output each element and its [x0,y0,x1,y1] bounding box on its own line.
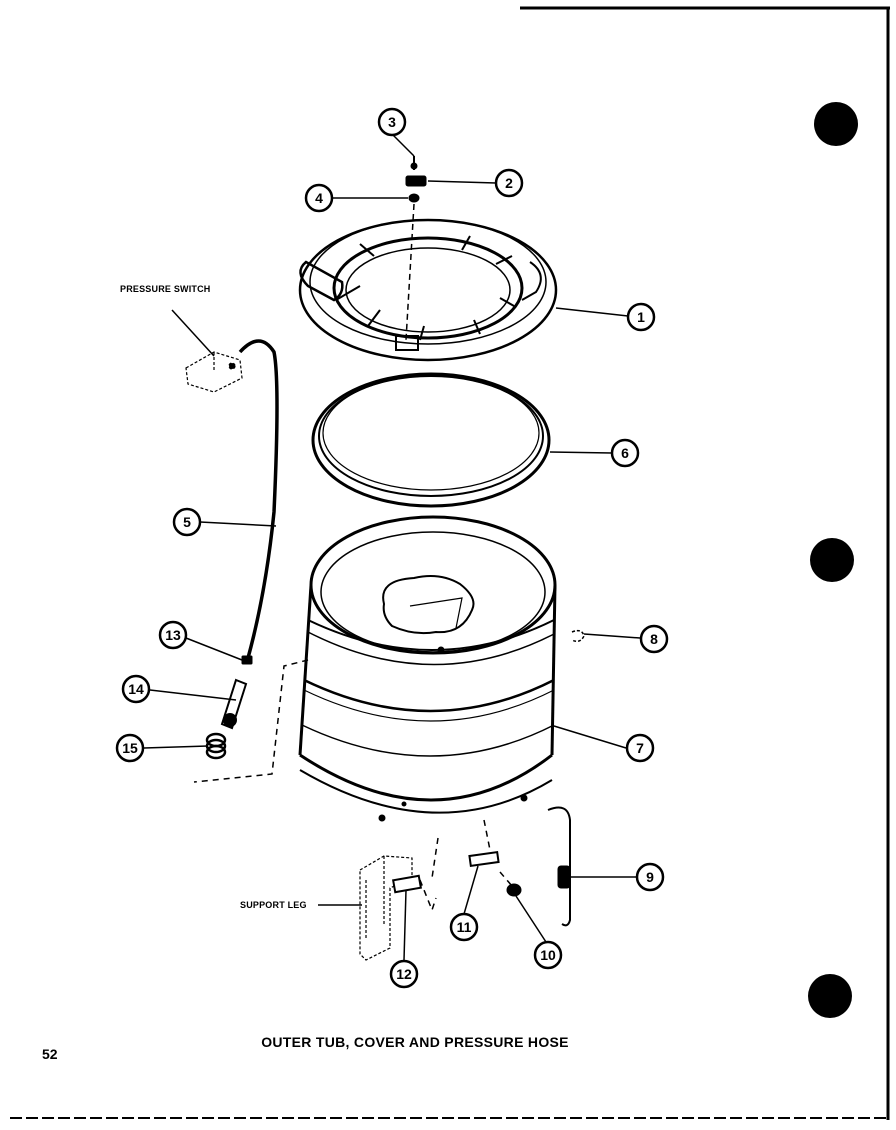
hose-nipple [220,678,248,730]
callout-7: 7 [636,740,644,756]
callout-6: 6 [621,445,629,461]
callout-15: 15 [122,740,138,756]
page-number: 52 [42,1046,58,1062]
nut [506,883,522,897]
spring [205,732,227,760]
washer [408,193,420,203]
cover-screw [410,156,418,170]
support-leg-label: SUPPORT LEG [240,900,307,910]
outer-tub [298,515,557,822]
pressure-hose [238,339,279,659]
leader-lines [143,133,641,961]
callout-14: 14 [128,681,144,697]
callout-numbers: 3 2 4 1 5 6 7 8 9 10 11 12 13 14 15 [122,114,658,982]
strap [468,850,500,868]
leg-bracket [391,874,423,894]
callout-3: 3 [388,114,396,130]
callout-10: 10 [540,947,556,963]
pressure-switch [185,351,243,393]
tub-gasket [311,372,551,508]
binder-hole-top [814,102,858,146]
tub-cover [298,218,558,362]
callout-13: 13 [165,627,181,643]
callout-5: 5 [183,514,191,530]
callout-9: 9 [646,869,654,885]
callout-8: 8 [650,631,658,647]
spring-clip [547,806,571,927]
assembly-line [405,203,415,341]
assembly-lines [193,659,513,913]
support-leg [359,855,413,961]
page-border [10,6,890,1120]
cover-clip [405,175,427,187]
callout-11: 11 [457,919,472,935]
pressure-switch-label: PRESSURE SWITCH [120,284,211,294]
callout-4: 4 [315,190,323,206]
binder-hole-middle [810,538,854,582]
callout-2: 2 [505,175,513,191]
callout-12: 12 [396,966,412,982]
callout-1: 1 [637,309,645,325]
hose-bracket [571,629,585,643]
diagram-caption: OUTER TUB, COVER AND PRESSURE HOSE [261,1034,569,1050]
binder-hole-bottom [808,974,852,1018]
callouts [115,107,669,989]
hose-clamp [241,655,253,665]
